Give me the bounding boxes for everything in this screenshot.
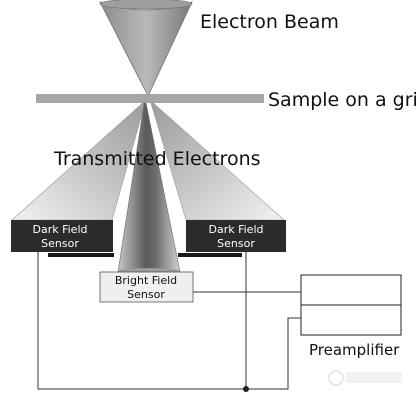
preamplifier-label: Preamplifier — [309, 341, 400, 359]
bright-field-sensor-label-1: Bright Field — [115, 274, 177, 287]
electron-beam-top — [99, 0, 193, 10]
dark-field-sensor-left-label-2: Sensor — [41, 237, 79, 250]
transmitted-electrons-label: Transmitted Electrons — [53, 148, 261, 170]
dark-field-sensor-left-label-1: Dark Field — [33, 223, 88, 236]
dark-field-sensor-right-label-1: Dark Field — [209, 223, 264, 236]
bright-field-sensor-label-2: Sensor — [127, 288, 165, 301]
dark-field-plate-left — [48, 253, 114, 257]
wire-junction — [243, 386, 249, 392]
dark-field-sensor-right — [186, 220, 286, 252]
dark-field-plate-right — [178, 253, 242, 257]
dark-field-sensor-right-label-2: Sensor — [217, 237, 255, 250]
dark-field-sensor-left — [11, 220, 113, 252]
sample-bar — [36, 94, 264, 103]
wiring — [37, 252, 301, 390]
electron-beam-cone — [99, 1, 193, 97]
bright-field-sensor — [99, 271, 194, 303]
sample-label: Sample on a grid — [268, 89, 416, 111]
electron-beam-label: Electron Beam — [200, 11, 339, 33]
watermark-logo — [328, 370, 402, 386]
